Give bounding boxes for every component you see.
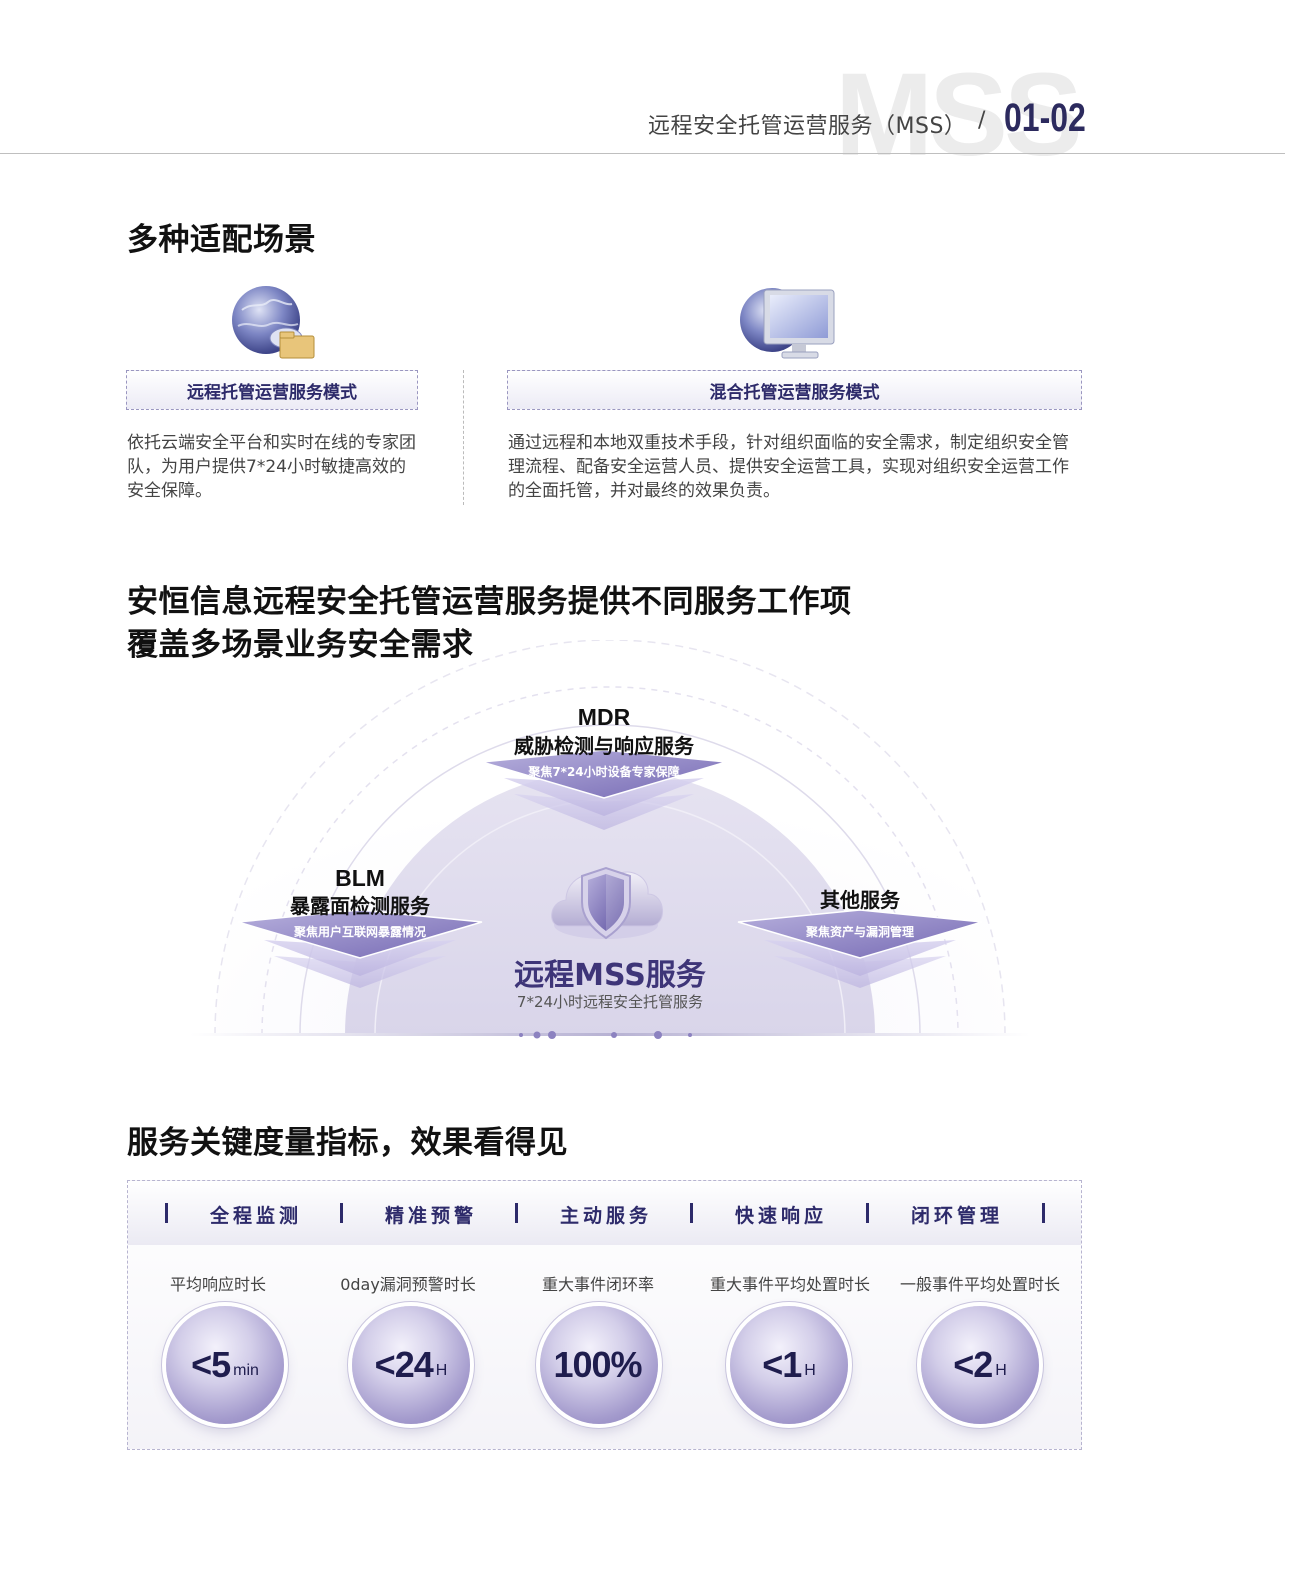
- header-title: 远程安全托管运营服务（MSS）: [648, 114, 967, 139]
- kpi-tab-fast-response: 快速响应: [734, 1205, 827, 1227]
- scenario-remote-description: 依托云端安全平台和实时在线的专家团队，为用户提供7*24小时敏捷高效的安全保障。: [127, 433, 416, 501]
- kpi-tab-active-service: 主动服务: [559, 1205, 652, 1227]
- kpi-label-avg-response: 平均响应时长: [169, 1275, 266, 1294]
- scenario-hybrid-label: 混合托管运营服务模式: [507, 370, 1082, 410]
- kpi-label-closure-rate: 重大事件闭环率: [541, 1275, 654, 1294]
- center-service-title: 远程MSS服务: [514, 958, 706, 993]
- kpi-label-0day-warning: 0day漏洞预警时长: [340, 1275, 476, 1294]
- mdr-description: 聚焦7*24小时设备专家保障: [528, 765, 680, 779]
- kpi-circle-closure-rate: 100%: [540, 1306, 658, 1424]
- globe-monitor-icon: [740, 288, 835, 359]
- cloud-shield-icon: [551, 866, 663, 940]
- scenario-remote-label: 远程托管运营服务模式: [126, 370, 418, 410]
- services-title-line2: 覆盖多场景业务安全需求: [127, 627, 474, 663]
- scenario-divider: [463, 370, 464, 505]
- kpi-circle-0day-warning: <24 H: [352, 1306, 470, 1424]
- page-number: 01-02: [1004, 96, 1086, 140]
- kpi-separator: [866, 1203, 869, 1223]
- kpi-unit: H: [804, 1362, 816, 1379]
- scenario-hybrid-description: 通过远程和本地双重技术手段，针对组织面临的安全需求，制定组织安全管理流程、配备安…: [508, 433, 1069, 501]
- other-plate: [737, 909, 983, 988]
- blm-code: BLM: [335, 865, 385, 891]
- blm-name: 暴露面检测服务: [290, 894, 430, 918]
- kpi-unit: min: [233, 1362, 259, 1379]
- header-divider: [0, 153, 1285, 154]
- kpi-label-major-handling: 重大事件平均处置时长: [709, 1275, 870, 1294]
- services-title-line1: 安恒信息远程安全托管运营服务提供不同服务工作项: [127, 584, 852, 620]
- services-arc-diagram: [190, 640, 1030, 1039]
- kpi-circle-general-handling: <2 H: [921, 1306, 1039, 1424]
- kpi-tab-closed-loop: 闭环管理: [910, 1205, 1003, 1227]
- mdr-name: 威胁检测与响应服务: [514, 734, 694, 758]
- kpi-circle-major-handling: <1 H: [730, 1306, 848, 1424]
- kpi-title: 服务关键度量指标，效果看得见: [127, 1125, 568, 1161]
- mdr-plate: [481, 749, 727, 830]
- kpi-unit: H: [995, 1362, 1007, 1379]
- other-name: 其他服务: [820, 888, 900, 912]
- header-separator: /: [978, 108, 986, 133]
- blm-description: 聚焦用户互联网暴露情况: [293, 925, 426, 939]
- kpi-separator: [515, 1203, 518, 1223]
- kpi-label-general-handling: 一般事件平均处置时长: [899, 1275, 1060, 1294]
- kpi-panel: 全程监测 精准预警 主动服务 快速响应 闭环管理 平均响应时长 <5 min 0…: [127, 1180, 1082, 1450]
- kpi-unit: H: [435, 1362, 448, 1379]
- kpi-separator: [690, 1203, 693, 1223]
- kpi-circle-avg-response: <5 min: [166, 1306, 284, 1424]
- kpi-tab-bar: 全程监测 精准预警 主动服务 快速响应 闭环管理: [128, 1181, 1081, 1245]
- kpi-separator: [340, 1203, 343, 1223]
- kpi-tab-warning: 精准预警: [384, 1205, 477, 1227]
- kpi-value: <5: [191, 1344, 231, 1385]
- other-description: 聚焦资产与漏洞管理: [805, 925, 914, 939]
- header-watermark: MSS: [835, 49, 1083, 181]
- kpi-value: <2: [953, 1344, 993, 1385]
- kpi-separator: [165, 1203, 168, 1223]
- kpi-separator: [1042, 1203, 1045, 1223]
- mdr-code: MDR: [577, 704, 631, 730]
- globe-cloud-folder-icon: [232, 286, 315, 359]
- kpi-tab-monitoring: 全程监测: [209, 1205, 302, 1227]
- center-service-subtitle: 7*24小时远程安全托管服务: [516, 993, 704, 1011]
- kpi-value: <1: [762, 1344, 802, 1385]
- blm-plate: [237, 909, 483, 988]
- scenarios-title: 多种适配场景: [127, 222, 316, 258]
- kpi-value: 100%: [553, 1344, 642, 1385]
- kpi-value: <24: [374, 1344, 434, 1385]
